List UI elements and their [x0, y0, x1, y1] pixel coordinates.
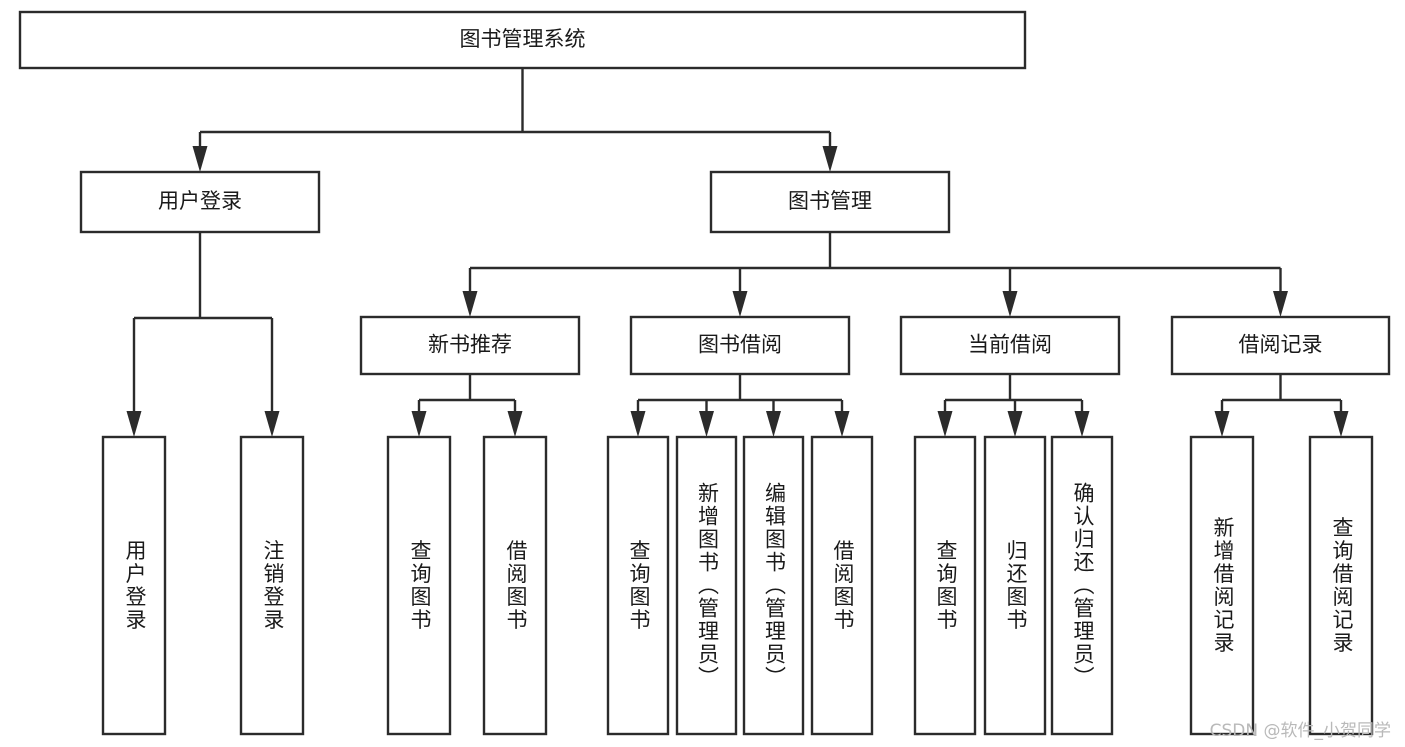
node-box: [1308, 435, 1374, 736]
node-label: 确认归还（管理员）: [1071, 482, 1095, 689]
node-box: [899, 315, 1121, 376]
node-查询图书-3[interactable]: 查询图书: [913, 435, 977, 736]
node-新书推荐-2[interactable]: 新书推荐: [359, 315, 581, 376]
node-label: 查询借阅记录: [1330, 517, 1354, 655]
node-借阅图书-3[interactable]: 借阅图书: [482, 435, 548, 736]
node-box: [386, 435, 452, 736]
node-图书管理-1[interactable]: 图书管理: [709, 170, 951, 234]
node-box: [1189, 435, 1255, 736]
node-box: [101, 435, 167, 736]
node-box: [606, 435, 670, 736]
node-label: 查询图书: [934, 540, 958, 632]
node-label: 注销登录: [261, 540, 285, 632]
node-借阅记录-2[interactable]: 借阅记录: [1170, 315, 1391, 376]
node-图书借阅-2[interactable]: 图书借阅: [629, 315, 851, 376]
node-当前借阅-2[interactable]: 当前借阅: [899, 315, 1121, 376]
node-label: 图书借阅: [698, 333, 782, 357]
node-查询图书-3[interactable]: 查询图书: [386, 435, 452, 736]
node-编辑图书管理员-3[interactable]: 编辑图书（管理员）: [742, 435, 805, 736]
node-box: [675, 435, 738, 736]
node-box: [742, 435, 805, 736]
node-label: 借阅记录: [1239, 333, 1323, 357]
node-新增借阅记录-3[interactable]: 新增借阅记录: [1189, 435, 1255, 736]
node-label: 新书推荐: [428, 333, 512, 357]
node-label: 当前借阅: [968, 333, 1052, 357]
node-box: [79, 170, 321, 234]
node-label: 查询图书: [408, 540, 432, 632]
node-box: [18, 10, 1027, 70]
node-box: [629, 315, 851, 376]
node-注销登录-3[interactable]: 注销登录: [239, 435, 305, 736]
node-label: 图书管理: [788, 189, 872, 213]
edge-group-root: [192, 68, 838, 172]
node-box: [810, 435, 874, 736]
node-label: 新增图书（管理员）: [696, 482, 720, 689]
node-label: 编辑图书（管理员）: [763, 482, 787, 689]
node-用户登录-1[interactable]: 用户登录: [79, 170, 321, 234]
node-label: 查询图书: [627, 540, 651, 632]
node-box: [239, 435, 305, 736]
node-layer: 图书管理系统用户登录图书管理新书推荐图书借阅当前借阅借阅记录用户登录注销登录查询…: [18, 10, 1391, 736]
edge-group-l2-current: [937, 374, 1090, 437]
node-归还图书-3[interactable]: 归还图书: [983, 435, 1047, 736]
node-用户登录-3[interactable]: 用户登录: [101, 435, 167, 736]
node-借阅图书-3[interactable]: 借阅图书: [810, 435, 874, 736]
node-label: 用户登录: [158, 189, 242, 213]
node-label: 归还图书: [1004, 540, 1028, 632]
edge-group-l1-login: [126, 232, 280, 437]
node-label: 新增借阅记录: [1211, 517, 1235, 655]
node-box: [359, 315, 581, 376]
edge-layer: [126, 68, 1349, 437]
node-图书管理系统-0[interactable]: 图书管理系统: [18, 10, 1027, 70]
edge-group-l2-borrow: [630, 374, 850, 437]
node-box: [1170, 315, 1391, 376]
edge-group-l1-book: [462, 232, 1288, 317]
edge-group-l2-record: [1214, 374, 1349, 437]
node-新增图书管理员-3[interactable]: 新增图书（管理员）: [675, 435, 738, 736]
node-确认归还管理员-3[interactable]: 确认归还（管理员）: [1050, 435, 1114, 736]
node-label: 图书管理系统: [460, 27, 586, 51]
node-box: [482, 435, 548, 736]
node-查询图书-3[interactable]: 查询图书: [606, 435, 670, 736]
node-box: [709, 170, 951, 234]
node-box: [983, 435, 1047, 736]
node-label: 借阅图书: [831, 540, 855, 632]
node-box: [1050, 435, 1114, 736]
node-box: [913, 435, 977, 736]
node-查询借阅记录-3[interactable]: 查询借阅记录: [1308, 435, 1374, 736]
node-label: 用户登录: [123, 540, 147, 632]
edge-group-l2-new: [411, 374, 523, 437]
node-label: 借阅图书: [504, 540, 528, 632]
